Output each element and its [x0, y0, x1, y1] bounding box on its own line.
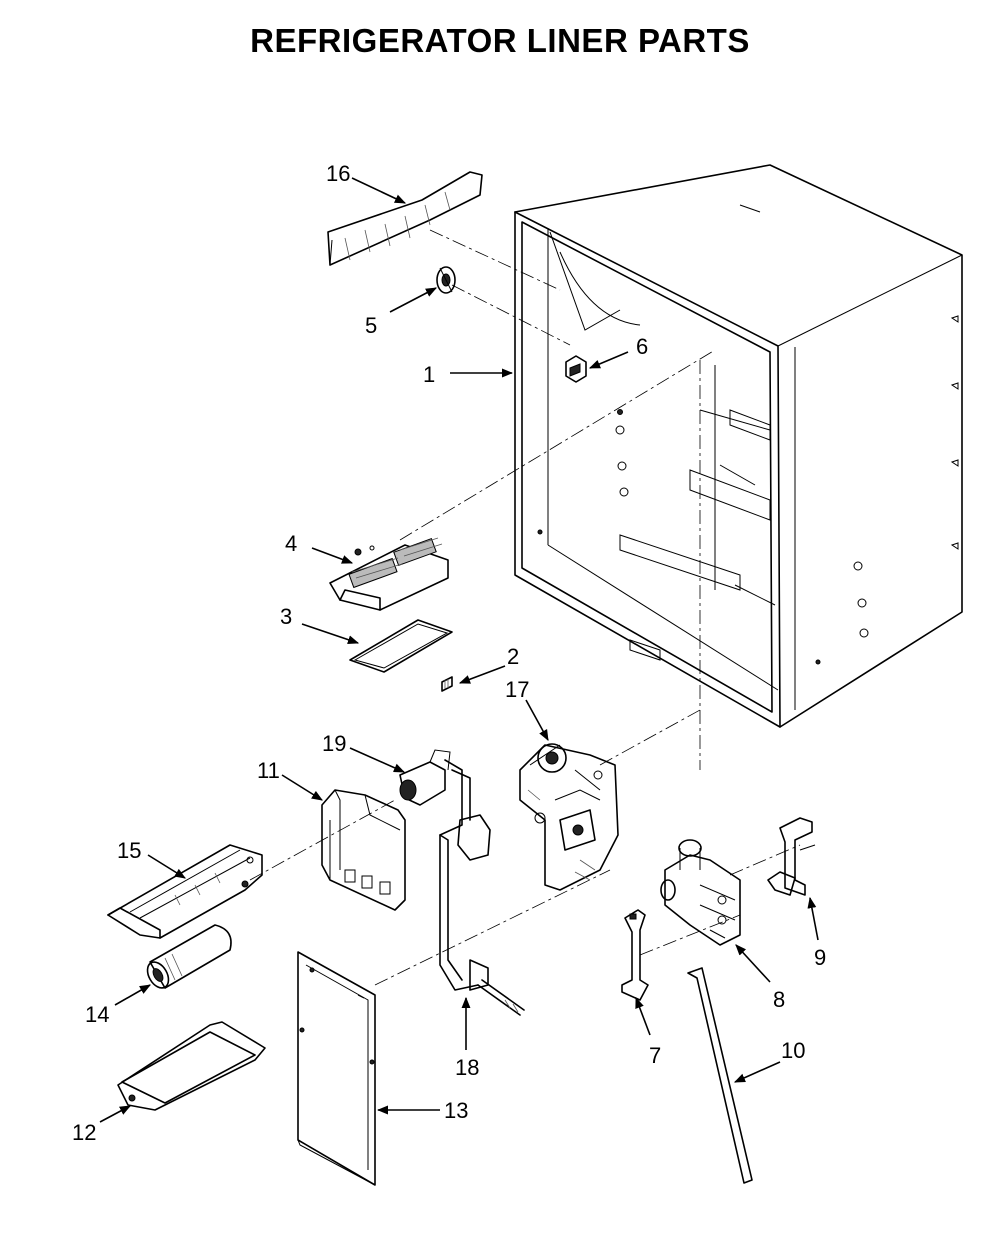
part-5-control-knob — [436, 266, 456, 294]
part-15-light-housing — [107, 844, 263, 939]
callout-12: 12 — [72, 1120, 96, 1145]
part-3-cover-plate — [349, 619, 453, 673]
part-8-water-valve — [660, 839, 741, 946]
part-13-panel — [297, 951, 376, 1186]
part-1-refrigerator-liner — [514, 164, 963, 728]
diagram-title: REFRIGERATOR LINER PARTS — [250, 22, 750, 59]
callout-4: 4 — [285, 531, 297, 556]
part-19-fitting — [399, 749, 451, 806]
callout-18: 18 — [455, 1055, 479, 1080]
callout-5: 5 — [365, 313, 377, 338]
callout-11: 11 — [257, 758, 280, 783]
part-9-clip-bracket — [767, 817, 816, 896]
callout-10: 10 — [781, 1038, 805, 1063]
part-4-control-housing — [329, 537, 449, 611]
callout-9: 9 — [814, 945, 826, 970]
part-10-rod — [687, 967, 753, 1184]
assembly-guide-lines — [249, 229, 801, 986]
part-16-air-channel — [327, 171, 483, 266]
part-11-bracket — [321, 789, 406, 911]
part-12-drip-tray — [117, 1021, 266, 1111]
part-2-screw — [441, 676, 453, 692]
part-18-water-tube — [439, 759, 525, 1016]
callout-1: 1 — [423, 362, 435, 387]
callout-7: 7 — [649, 1043, 661, 1068]
callout-13: 13 — [444, 1098, 468, 1123]
callout-17: 17 — [505, 677, 529, 702]
callout-14: 14 — [85, 1002, 109, 1027]
part-17-dispenser-assembly — [519, 743, 619, 891]
leader-arrows — [99, 177, 819, 1123]
part-6-clip — [565, 355, 587, 383]
callout-19: 19 — [322, 731, 346, 756]
callout-labels: 16 5 1 6 4 3 2 17 19 11 15 14 12 13 18 7… — [72, 161, 826, 1145]
part-7-mounting-bracket — [621, 909, 649, 1001]
part-14-filter-cartridge — [146, 924, 232, 989]
callout-2: 2 — [507, 644, 519, 669]
callout-3: 3 — [280, 604, 292, 629]
callout-15: 15 — [117, 838, 141, 863]
callout-6: 6 — [636, 334, 648, 359]
callout-8: 8 — [773, 987, 785, 1012]
callout-16: 16 — [326, 161, 350, 186]
